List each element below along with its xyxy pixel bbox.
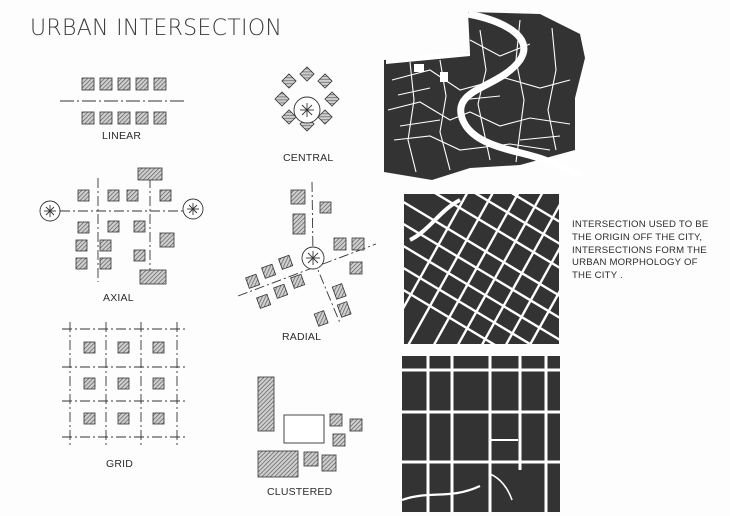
axial-blocks xyxy=(75,167,175,285)
central-blocks xyxy=(274,66,340,132)
grid-blocks xyxy=(83,341,165,425)
note-line: THE CITY . xyxy=(572,270,623,282)
map-diagonal-grid xyxy=(404,194,559,344)
linear-blocks xyxy=(81,77,167,125)
clustered-open-block xyxy=(283,414,325,444)
map-river xyxy=(457,10,582,179)
radial-blocks xyxy=(245,189,365,327)
note-text: INTERSECTION USED TO BE THE ORIGIN OFF T… xyxy=(572,219,722,283)
note-line: INTERSECTION USED TO BE xyxy=(572,219,709,230)
map-organic-city xyxy=(384,10,585,180)
clustered-diagram xyxy=(257,376,363,478)
central-diagram xyxy=(274,66,340,132)
linear-diagram xyxy=(60,77,186,125)
central-node-star xyxy=(300,103,314,117)
note-line: URBAN MORPHOLOGY OF xyxy=(572,257,698,269)
label-central: CENTRAL xyxy=(283,152,334,164)
note-line: INTERSECTIONS FORM THE xyxy=(572,244,707,256)
label-clustered: CLUSTERED xyxy=(267,486,333,498)
clustered-blocks xyxy=(257,376,363,478)
label-radial: RADIAL xyxy=(282,331,322,343)
page-title: URBAN INTERSECTION xyxy=(30,16,283,41)
grid-diagram xyxy=(62,322,186,446)
label-linear: LINEAR xyxy=(102,130,142,142)
radial-diagram xyxy=(237,181,377,327)
label-axial: AXIAL xyxy=(103,292,134,304)
axial-diagram xyxy=(39,167,204,285)
map-orthogonal-grid xyxy=(401,356,560,512)
note-line: THE ORIGIN OFF THE CITY, xyxy=(572,231,703,243)
label-grid: GRID xyxy=(106,458,134,470)
